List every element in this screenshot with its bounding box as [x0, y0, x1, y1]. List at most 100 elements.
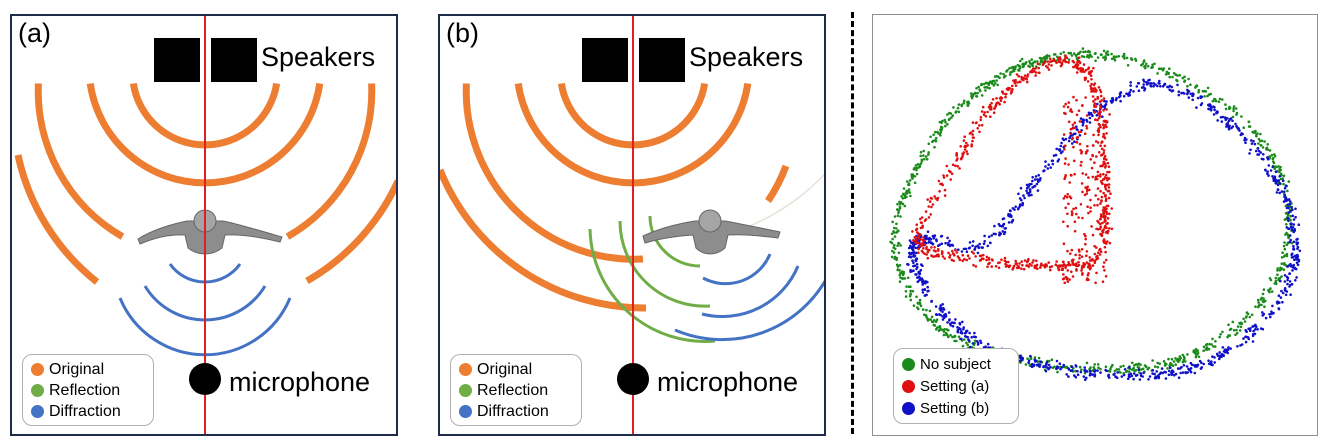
setting-a-point [971, 133, 974, 136]
setting-b-point [1235, 124, 1238, 128]
setting-a-point [1075, 71, 1079, 74]
no-subject-point [1207, 93, 1211, 96]
setting-a-point [1066, 249, 1069, 253]
setting-b-point [944, 241, 947, 245]
setting-b-point [1289, 238, 1292, 242]
setting-a-point [1067, 262, 1071, 266]
blue-dot-icon [459, 405, 472, 418]
setting-a-point [1067, 163, 1070, 166]
setting-b-point [1145, 83, 1149, 86]
no-subject-point [939, 134, 942, 137]
setting-a-point [1099, 189, 1102, 193]
setting-a-point [941, 255, 945, 258]
setting-b-point [1030, 182, 1033, 186]
setting-a-point [1106, 231, 1109, 235]
setting-b-point [1044, 160, 1047, 163]
setting-a-point [991, 98, 995, 101]
setting-b-point [1294, 279, 1297, 282]
no-subject-point [890, 255, 894, 259]
setting-a-point [1063, 148, 1066, 151]
setting-b-point [1083, 369, 1086, 372]
setting-b-point [921, 288, 924, 292]
setting-a-point [1073, 172, 1076, 176]
setting-b-point [912, 261, 915, 265]
setting-a-point [1107, 227, 1111, 230]
setting-a-point [962, 151, 966, 154]
setting-a-point [1062, 105, 1066, 108]
setting-b-point [1129, 372, 1133, 376]
no-subject-point [1280, 256, 1284, 259]
no-subject-point [1262, 288, 1266, 291]
setting-a-point [927, 205, 930, 208]
setting-b-point [1157, 81, 1160, 85]
setting-a-point [1099, 202, 1102, 205]
setting-a-point [1090, 88, 1093, 91]
setting-b-point [973, 248, 976, 251]
no-subject-point [994, 82, 997, 85]
setting-b-point [1127, 92, 1130, 96]
no-subject-point [1187, 77, 1190, 81]
setting-a-point [1061, 264, 1064, 267]
no-subject-point [1008, 67, 1011, 70]
setting-b-point [1105, 369, 1108, 373]
setting-b-point [1025, 186, 1029, 190]
no-subject-point [946, 113, 949, 116]
no-subject-point [929, 135, 932, 139]
setting-b-point [1139, 372, 1143, 375]
no-subject-point [1226, 335, 1229, 339]
setting-a-point [1060, 268, 1064, 271]
setting-b-point [1225, 117, 1229, 120]
setting-a-point [1099, 175, 1102, 178]
no-subject-point [1285, 231, 1288, 235]
no-subject-point [1088, 53, 1092, 57]
setting-b-point [1223, 116, 1227, 119]
setting-a-point [1087, 72, 1091, 75]
no-subject-point [1119, 365, 1122, 369]
setting-a-point [955, 251, 959, 254]
setting-a-point [1106, 217, 1110, 220]
legend-item-setting-b: Setting (b) [902, 397, 1018, 419]
setting-b-point [979, 341, 983, 345]
setting-a-point [1049, 60, 1052, 63]
speaker-left [582, 38, 628, 82]
setting-a-point [1093, 204, 1096, 207]
setting-a-point [990, 107, 993, 111]
setting-b-point [1088, 121, 1092, 124]
setting-b-point [1123, 368, 1127, 371]
setting-a-point [1075, 268, 1078, 271]
setting-b-point [1266, 172, 1269, 175]
setting-a-point [1046, 60, 1050, 63]
no-subject-point [1082, 55, 1086, 59]
no-subject-point [937, 329, 941, 332]
setting-b-point [921, 280, 924, 284]
no-subject-point [1279, 168, 1282, 172]
setting-a-point [980, 110, 984, 113]
setting-a-point [1078, 142, 1082, 146]
setting-a-point [1099, 225, 1103, 228]
setting-a-point [1078, 250, 1081, 253]
setting-a-point [1103, 216, 1106, 219]
setting-b-point [1073, 140, 1076, 143]
setting-a-point [1077, 130, 1081, 134]
setting-a-point [1102, 261, 1106, 264]
setting-a-point [945, 174, 949, 177]
setting-b-point [1058, 148, 1062, 151]
setting-a-point [1017, 75, 1021, 78]
diffraction-wave-3 [674, 279, 824, 342]
no-subject-point [1239, 325, 1243, 329]
no-subject-point [935, 318, 939, 322]
no-subject-point [1276, 267, 1279, 270]
setting-b-point [962, 326, 965, 329]
setting-a-point [1110, 227, 1114, 231]
setting-b-point [1277, 294, 1281, 298]
setting-a-point [929, 213, 932, 216]
setting-a-point [982, 253, 985, 257]
setting-a-point [951, 249, 954, 253]
setting-a-point [1086, 80, 1090, 83]
setting-b-point [1191, 94, 1194, 98]
no-subject-point [901, 277, 905, 280]
no-subject-point [918, 165, 922, 168]
no-subject-point [974, 92, 977, 95]
no-subject-point [909, 298, 913, 302]
no-subject-point [1245, 311, 1249, 314]
